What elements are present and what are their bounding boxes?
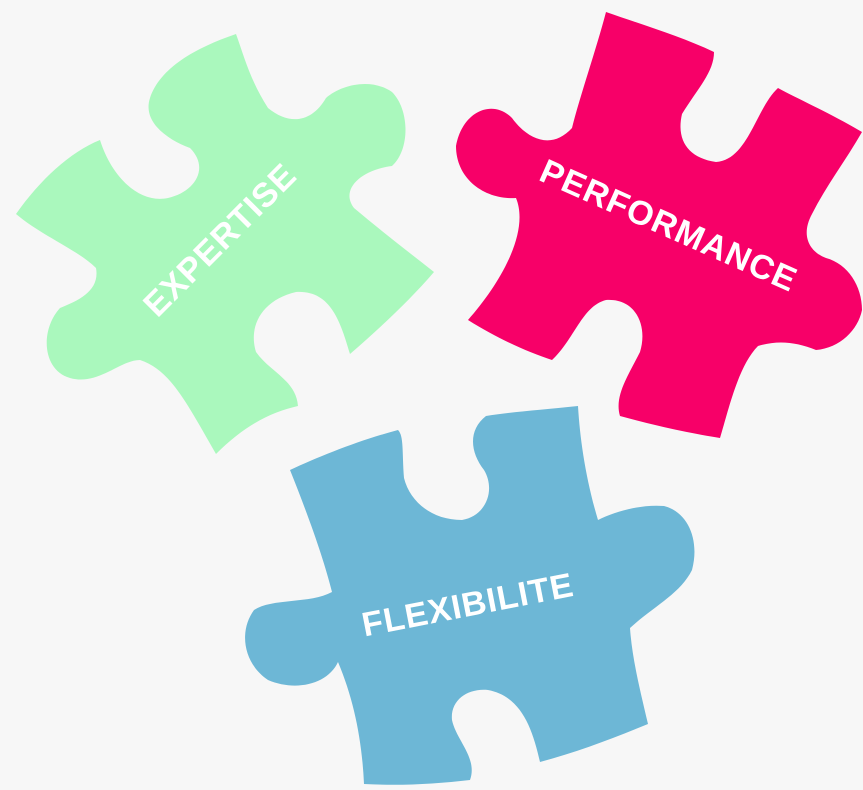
puzzle-piece-expertise: EXPERTISE (16, 34, 434, 454)
puzzle-piece-performance: PERFORMANCE (456, 12, 862, 438)
puzzle-piece-flexibilite-shape (245, 406, 695, 785)
puzzle-piece-flexibilite: FLEXIBILITE (245, 406, 695, 785)
puzzle-piece-performance-shape (456, 12, 862, 438)
puzzle-piece-expertise-shape (16, 34, 434, 454)
